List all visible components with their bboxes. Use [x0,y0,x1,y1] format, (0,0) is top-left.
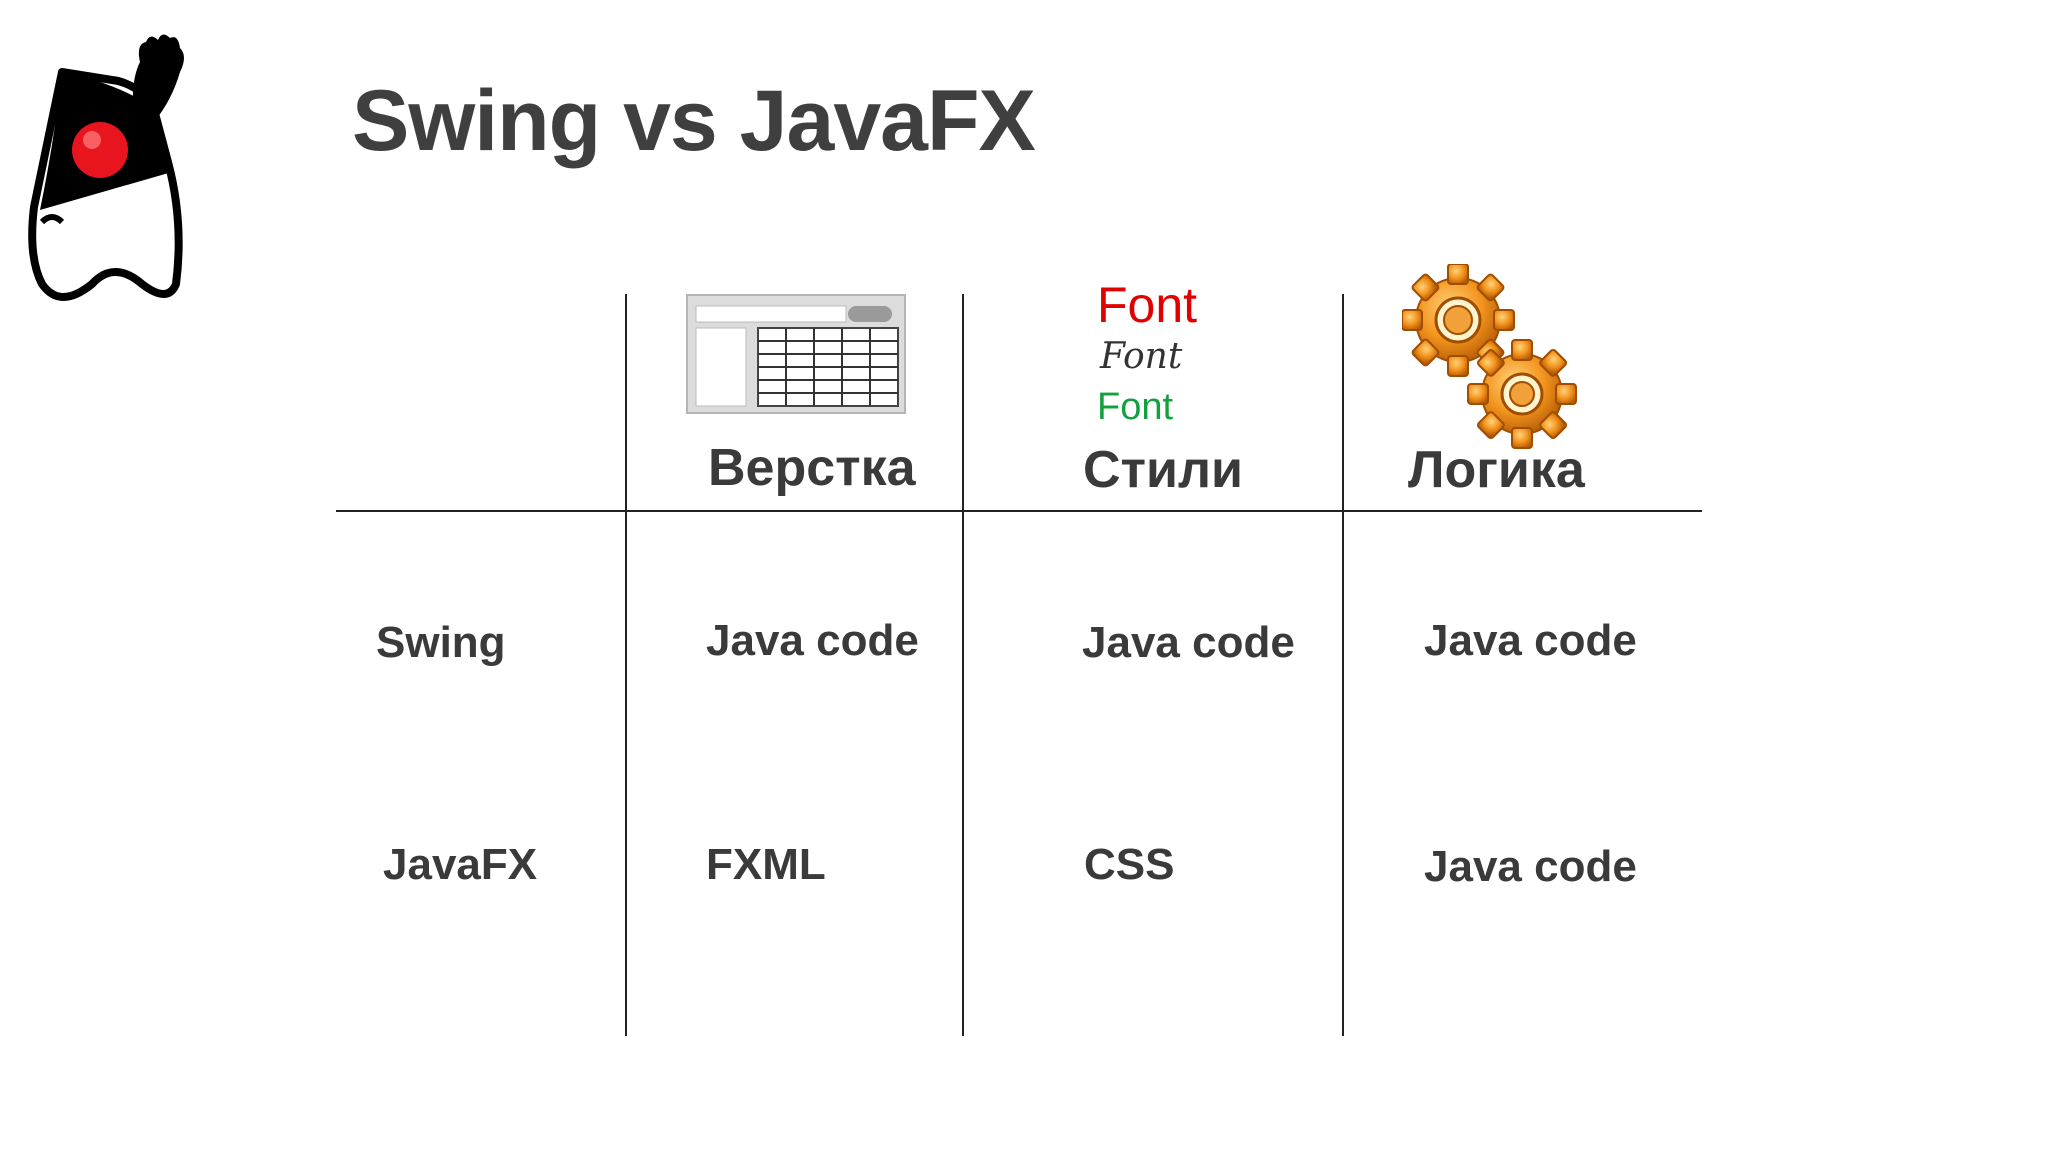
table-cell: Java code [1424,842,1637,891]
duke-mascot-icon [28,34,184,301]
table-cell: Java code [706,616,919,665]
column-header-styles: Стили [1083,441,1243,499]
column-header-layout: Верстка [708,439,916,497]
font-sample-red: Font [1097,277,1198,333]
table-header-divider [336,510,1702,512]
font-sample-script: Font [1100,336,1183,377]
column-divider-1 [625,294,627,1036]
row-label-swing: Swing [376,618,506,667]
column-divider-3 [1342,294,1344,1036]
row-label-javafx: JavaFX [383,840,538,889]
column-divider-2 [962,294,964,1036]
gears-icon [1402,264,1577,449]
font-sample-green: Font [1097,386,1174,428]
slide-title: Swing vs JavaFX [352,73,1036,169]
table-cell: Java code [1424,616,1637,665]
table-cell: CSS [1084,840,1175,889]
table-cell: Java code [1082,618,1295,667]
table-cell: FXML [706,840,826,889]
layout-grid-icon [686,294,906,414]
column-header-logic: Логика [1408,441,1585,499]
